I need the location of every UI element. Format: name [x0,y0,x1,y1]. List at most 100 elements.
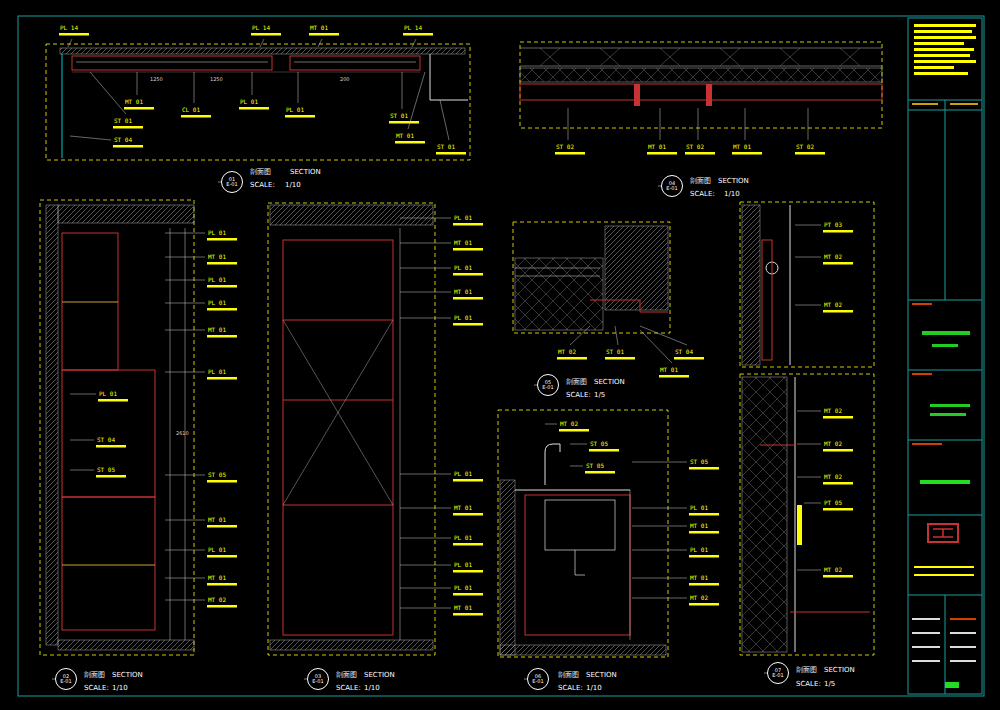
leader-line [137,72,138,95]
section-title: 1/10 [112,684,128,692]
section-title: SECTION [718,177,749,185]
underline-bar [795,152,825,155]
leader-line [165,280,205,281]
leader-line [400,538,451,539]
underline-bar [207,285,237,288]
leader-line [660,108,661,140]
material-tag: MT 02 [558,348,576,355]
leader-line [408,72,425,129]
leader-line [632,462,687,463]
material-tag: MT 01 [733,143,751,150]
leader-line [440,100,449,140]
section-title: 剖面图 [796,665,817,675]
leader-line [252,72,253,95]
section-title: SECTION [364,671,395,679]
leader-line [570,466,583,467]
material-tag: PL 01 [99,390,117,397]
dimension-text: 1250 [210,76,223,82]
underline-bar [207,583,237,586]
material-tag: MT 01 [454,239,472,246]
section-title: 1/10 [285,181,301,189]
material-tag: MT 02 [824,407,842,414]
underline-bar [207,308,237,311]
section-title: SECTION [290,168,321,176]
material-tag: MT 01 [208,253,226,260]
leader-line [400,292,451,293]
underline-bar [689,555,719,558]
material-tag: ST 05 [586,462,604,469]
section-title: 1/5 [594,391,605,399]
leader-line [632,598,687,599]
material-tag: MT 02 [824,440,842,447]
underline-bar [689,603,719,606]
section-07-art [742,205,870,652]
material-tag: ST 05 [590,440,608,447]
underline-bar [207,480,237,483]
leader-line [570,326,590,345]
underline-bar [207,238,237,241]
material-tag: MT 02 [208,596,226,603]
leader-line [165,372,205,373]
material-tag: PL 01 [454,561,472,568]
underline-bar [207,555,237,558]
leader-line [400,243,451,244]
underline-bar [647,152,677,155]
underline-bar [96,445,126,448]
leader-line [194,72,195,103]
section-title: SCALE: [336,684,361,692]
leader-line [640,330,672,363]
underline-bar [555,152,585,155]
section-06-art [500,444,666,655]
material-tag: CL 01 [182,106,200,113]
leader-line [795,257,821,258]
underline-bar [96,475,126,478]
underline-bar [453,513,483,516]
section-title: SECTION [112,671,143,679]
leader-line [70,470,94,471]
leader-line [640,326,687,345]
underline-bar [605,357,635,360]
material-tag: MT 01 [310,24,328,31]
material-tag: PT 05 [824,499,842,506]
material-tag: PL 01 [690,504,708,511]
section-title: 1/5 [824,680,835,688]
underline-bar [453,273,483,276]
leader-line [804,503,821,504]
section-02-art [46,205,194,650]
leader-line [165,550,205,551]
section-number: E-01 [312,679,323,685]
section-title: SECTION [594,378,625,386]
section-number: E-01 [226,182,237,188]
leader-line [632,578,687,579]
material-tag: ST 05 [208,471,226,478]
material-tag: PL 01 [454,534,472,541]
material-tag: PL 01 [208,368,226,375]
material-tag: PL 14 [404,24,422,31]
underline-bar [181,115,211,118]
leader-line [570,444,587,445]
material-tag: MT 01 [208,516,226,523]
material-tag: ST 01 [114,117,132,124]
leader-line [70,394,96,395]
underline-bar [689,583,719,586]
underline-bar [823,508,853,511]
material-tag: MT 02 [824,566,842,573]
section-number: E-01 [542,385,553,391]
dimension-text: 1250 [150,76,163,82]
material-tag: MT 01 [208,326,226,333]
section-title: SCALE: [566,391,591,399]
material-tag: PL 14 [252,24,270,31]
underline-bar [453,223,483,226]
underline-bar [453,248,483,251]
underline-bar [585,471,615,474]
section-marker: 04E-01 [661,175,683,197]
section-title: 剖面图 [566,377,587,387]
leader-line [545,424,557,425]
section-title: 剖面图 [690,176,711,186]
underline-bar [689,467,719,470]
underline-bar [453,297,483,300]
underline-bar [823,310,853,313]
section-number: E-01 [666,186,677,192]
underline-bar [436,152,466,155]
